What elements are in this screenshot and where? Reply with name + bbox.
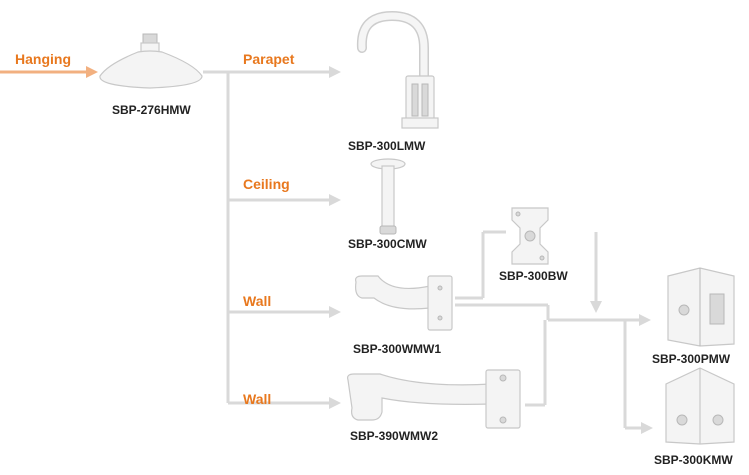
category-label-parapet: Parapet <box>243 51 295 67</box>
back-box-icon <box>511 207 549 265</box>
long-wall-mount-icon <box>347 369 521 429</box>
model-label-pole: SBP-300PMW <box>652 352 731 366</box>
category-label-ceiling: Ceiling <box>243 176 290 192</box>
hanging-mount-icon <box>99 33 203 89</box>
corner-mount-icon <box>665 367 735 445</box>
category-label-wall: Wall <box>243 391 272 407</box>
model-label-corner: SBP-300KMW <box>654 453 733 467</box>
model-label-back-box: SBP-300BW <box>499 269 568 283</box>
ceiling-mount-icon <box>370 158 406 235</box>
model-label-parapet: SBP-300LMW <box>348 139 426 153</box>
model-label-wall-2: SBP-390WMW2 <box>350 429 439 443</box>
parapet-mount-icon <box>356 10 439 129</box>
wall-mount-icon <box>355 275 453 331</box>
category-label-wall: Wall <box>243 293 272 309</box>
model-label-wall-1: SBP-300WMW1 <box>353 342 442 356</box>
pole-mount-icon <box>667 267 735 347</box>
model-label-ceiling: SBP-300CMW <box>348 237 427 251</box>
category-label-hanging: Hanging <box>15 51 71 67</box>
model-label-hanging: SBP-276HMW <box>112 103 191 117</box>
